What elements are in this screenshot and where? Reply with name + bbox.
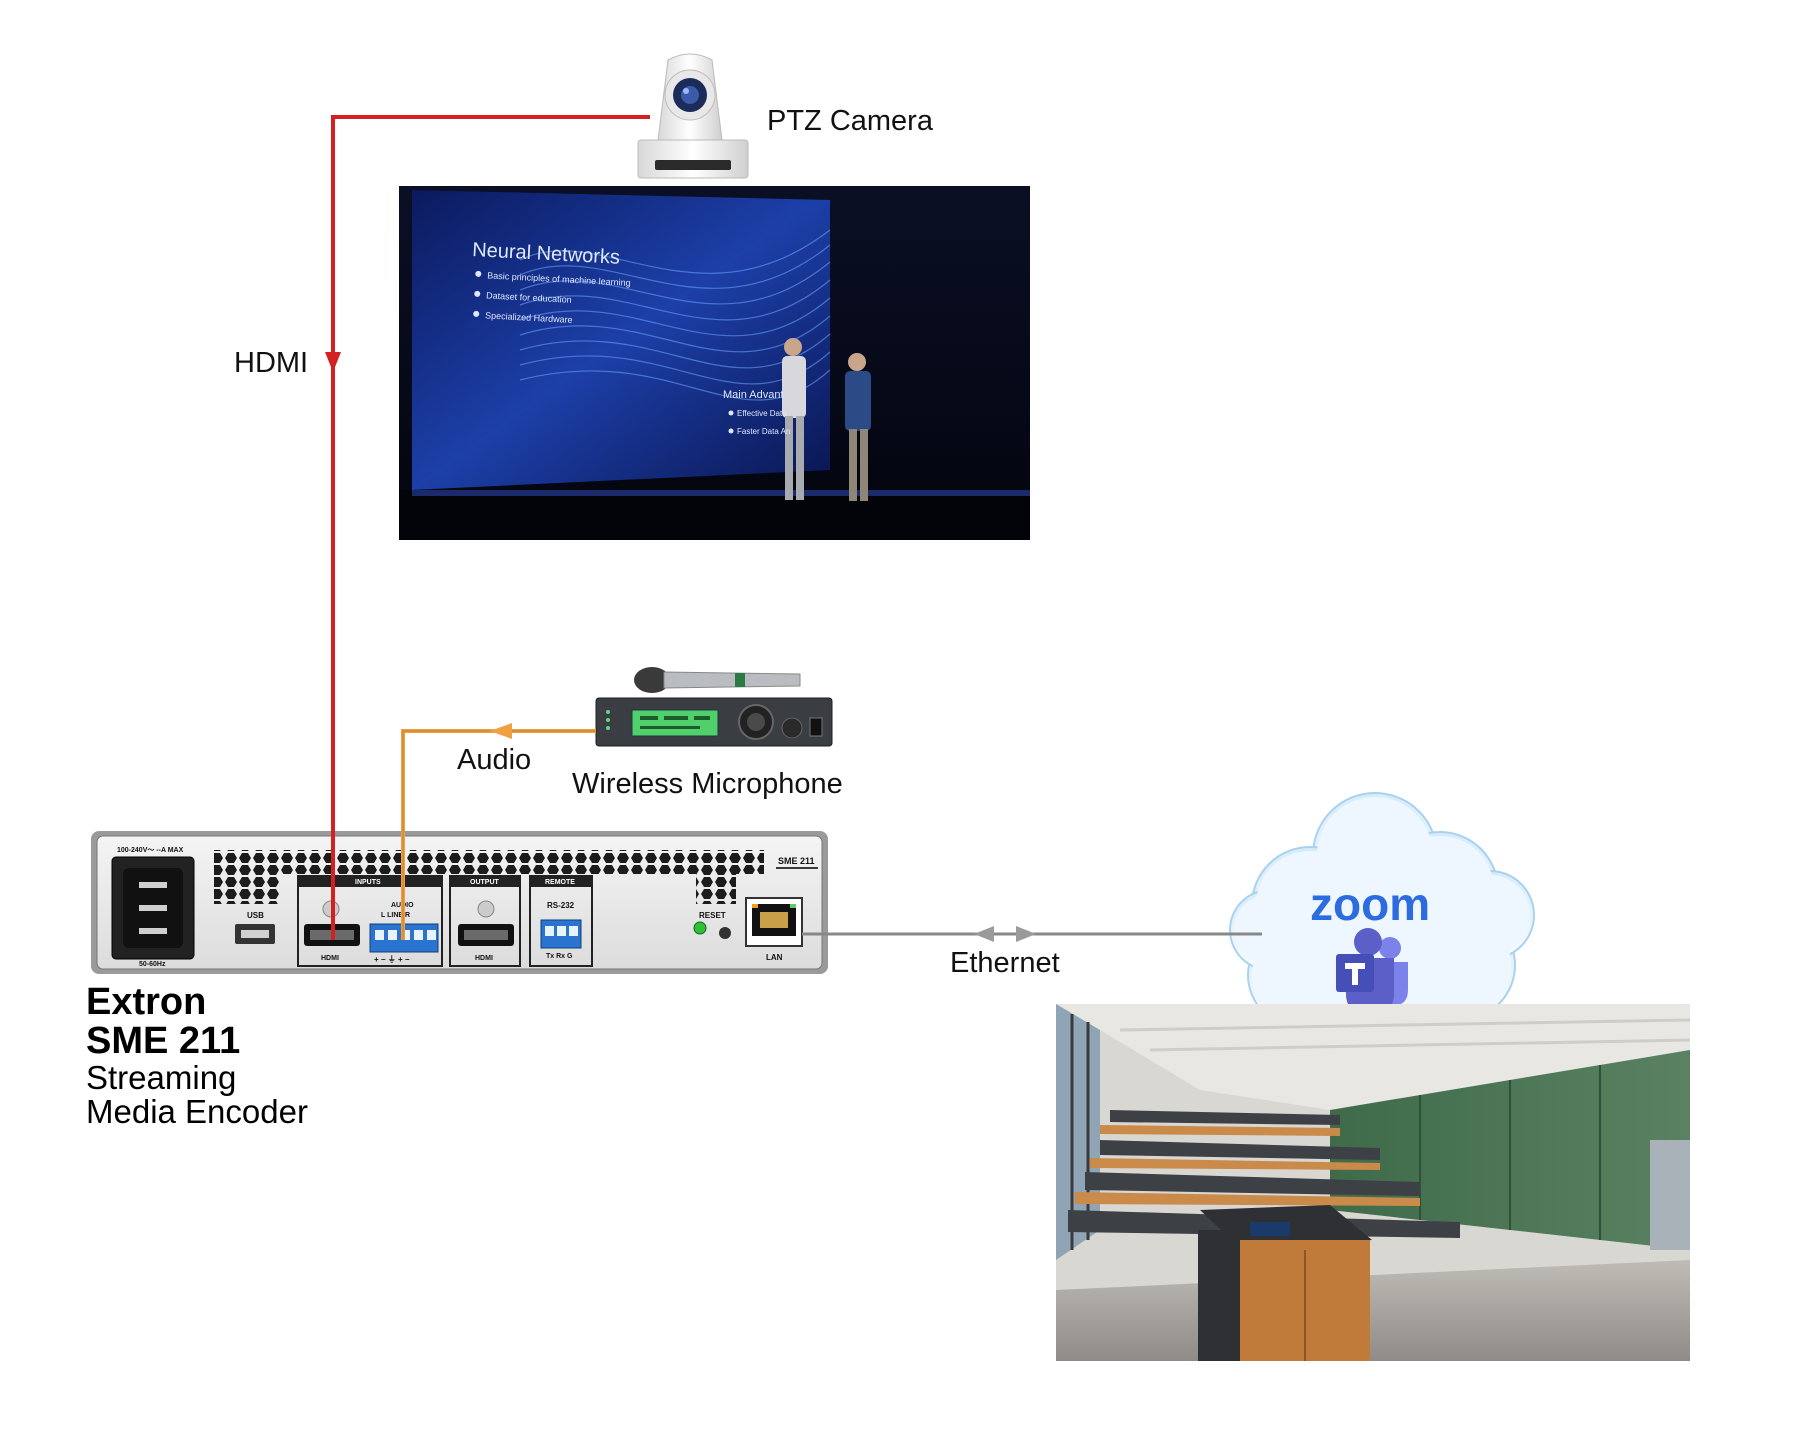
output-label: OUTPUT [470,879,500,886]
reset-label: RESET [699,911,726,920]
presentation-stage-image [399,186,1030,540]
lecture-hall-image [1056,1004,1691,1361]
screen-bullet-2: Dataset for education [486,290,572,304]
sme211-rear-panel [91,831,828,974]
reset-button [719,927,731,939]
status-led [693,921,707,935]
audio-pins-label: + − ⏚ + − [374,955,410,964]
audio-cable-label: Audio [457,744,532,776]
audio-arrow-icon [490,723,512,739]
hdmi-cable [331,115,650,940]
vent-grille [214,850,764,874]
line-label: L LINE R [381,912,410,919]
vent-grille-left [214,874,280,904]
audio-cable [401,729,596,940]
lan-label: LAN [766,953,783,962]
ethernet-arrow-right-icon [1016,926,1036,942]
hdmi-in-label: HDMI [321,955,339,962]
ethernet-arrow-left-icon [974,926,994,942]
model-tag-label: SME 211 [778,856,815,866]
device-brand: Extron [86,981,207,1023]
screen-sub-title: Main Advant [723,389,784,401]
device-title: Extron SME 211 Streaming Media Encoder [86,983,308,1129]
teams-logo-icon [1336,928,1408,1014]
device-model: SME 211 [86,1020,241,1062]
ptz-camera-label: PTZ Camera [767,105,933,137]
device-desc-line1: Streaming [86,1059,237,1096]
zoom-logo: zoom [1310,878,1430,930]
usb-label: USB [247,911,264,920]
rs232-pins-label: Tx Rx G [546,953,573,960]
screen-sub-bullet-1: Effective Data [737,409,787,418]
remote-label: REMOTE [545,879,575,886]
screen-bullet-3: Specialized Hardware [485,310,573,325]
hdmi-arrow-icon [325,352,341,372]
vent-grille-right [696,874,736,904]
screen-sub-bullet-2: Faster Data An [737,427,790,436]
presenter-figures [782,338,871,501]
power-rating-label: 100-240V〜 --A MAX [117,847,184,854]
wireless-mic-label: Wireless Microphone [572,768,843,800]
rs232-label: RS-232 [547,901,575,910]
inputs-label: INPUTS [355,879,381,886]
frequency-label: 50-60Hz [139,961,166,968]
wireless-microphone-icon [595,667,833,747]
lectern [1198,1205,1372,1361]
hdmi-cable-label: HDMI [234,347,309,379]
ptz-camera-icon [637,53,749,179]
hdmi-out-label: HDMI [475,955,493,962]
ethernet-cable-label: Ethernet [950,947,1060,979]
device-desc-line2: Media Encoder [86,1093,308,1130]
